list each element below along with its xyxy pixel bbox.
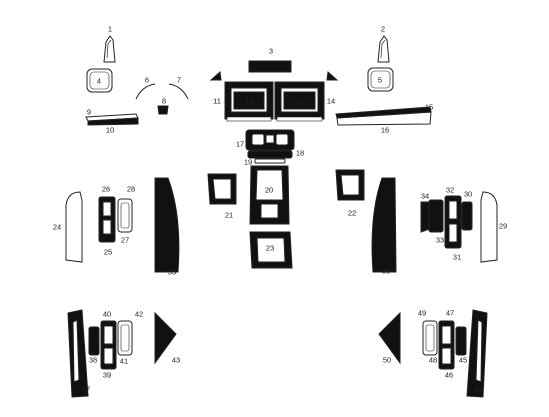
- part-24-shape: [65, 191, 83, 263]
- part-21-shape: [207, 173, 237, 205]
- part-label-38: 38: [88, 355, 98, 365]
- part-label-40: 40: [102, 309, 112, 319]
- part-label-12: 12: [244, 96, 254, 106]
- part-label-14: 14: [326, 96, 336, 106]
- part-45-shape: [455, 326, 467, 356]
- part-label-41: 41: [119, 356, 129, 366]
- part-19-shape: [254, 158, 286, 164]
- part-41-shape: [117, 320, 133, 356]
- part-label-13: 13: [293, 96, 303, 106]
- part-label-24: 24: [52, 222, 62, 232]
- part-7-shape: [168, 83, 189, 100]
- part-25-shape: [98, 196, 116, 243]
- part-label-6: 6: [144, 75, 150, 85]
- part-label-46: 46: [444, 370, 454, 380]
- part-label-18: 18: [295, 148, 305, 158]
- part-label-22: 22: [347, 208, 357, 218]
- part-label-4: 4: [96, 76, 102, 86]
- part-6-shape: [135, 83, 156, 100]
- part-23-shape: [249, 231, 293, 269]
- part-18-shape: [247, 150, 293, 159]
- part-43-shape: [154, 311, 177, 365]
- part-5-shape: [367, 67, 394, 92]
- part-33-shape: [428, 199, 444, 233]
- part-20-shape: [249, 165, 290, 225]
- part-29-shape: [480, 191, 498, 263]
- part-39-shape: [100, 320, 117, 370]
- part-32-shape: [444, 195, 462, 249]
- part-label-26: 26: [101, 184, 111, 194]
- part-label-8: 8: [161, 96, 167, 106]
- part-1-shape: [103, 35, 116, 63]
- part-22-shape: [335, 169, 365, 201]
- part-label-50: 50: [382, 355, 392, 365]
- part-50-shape: [378, 311, 401, 365]
- part-label-9: 9: [86, 107, 92, 117]
- part-label-28: 28: [126, 184, 136, 194]
- part-label-30: 30: [463, 189, 473, 199]
- part-label-32: 32: [445, 185, 455, 195]
- part-46-shape: [438, 320, 455, 370]
- part-label-1: 1: [107, 24, 113, 34]
- part-label-3: 3: [268, 46, 274, 56]
- part-label-29: 29: [498, 221, 508, 231]
- part-17-shape: [245, 129, 295, 151]
- part-14-shape: [326, 70, 339, 81]
- part-35-shape: [154, 177, 180, 273]
- part-8-shape: [157, 105, 169, 115]
- part-36-shape: [371, 177, 397, 273]
- part-label-42: 42: [134, 309, 144, 319]
- part-label-17: 17: [235, 139, 245, 149]
- part-label-23: 23: [265, 243, 275, 253]
- part-label-27: 27: [120, 235, 130, 245]
- part-13-shape: [274, 81, 325, 122]
- part-4-shape: [86, 68, 113, 93]
- part-3-shape: [248, 60, 292, 73]
- part-16-shape: [336, 111, 432, 126]
- part-label-33: 33: [435, 235, 445, 245]
- part-label-35: 35: [167, 267, 177, 277]
- part-12-shape: [224, 81, 274, 122]
- part-label-45: 45: [458, 355, 468, 365]
- part-label-19: 19: [243, 157, 253, 167]
- part-label-20: 20: [264, 185, 274, 195]
- part-2-shape: [377, 35, 390, 63]
- part-label-2: 2: [380, 24, 386, 34]
- part-11-shape: [209, 70, 222, 81]
- part-48-shape: [422, 320, 438, 356]
- part-label-48: 48: [428, 355, 438, 365]
- part-label-15: 15: [424, 102, 434, 112]
- part-label-37: 37: [81, 384, 91, 394]
- part-label-10: 10: [105, 125, 115, 135]
- part-label-16: 16: [380, 125, 390, 135]
- part-label-47: 47: [445, 308, 455, 318]
- part-label-49: 49: [417, 308, 427, 318]
- part-label-43: 43: [171, 355, 181, 365]
- part-label-25: 25: [103, 247, 113, 257]
- part-27-shape: [117, 198, 133, 233]
- part-10-shape: [87, 117, 139, 126]
- part-label-5: 5: [377, 75, 383, 85]
- part-label-21: 21: [224, 210, 234, 220]
- part-label-39: 39: [102, 370, 112, 380]
- part-label-36: 36: [381, 266, 391, 276]
- part-30-shape: [461, 201, 473, 231]
- part-label-7: 7: [176, 75, 182, 85]
- part-38-shape: [88, 326, 100, 356]
- part-label-34: 34: [420, 191, 430, 201]
- part-label-44: 44: [474, 384, 484, 394]
- part-label-11: 11: [213, 96, 221, 106]
- part-label-31: 31: [452, 252, 462, 262]
